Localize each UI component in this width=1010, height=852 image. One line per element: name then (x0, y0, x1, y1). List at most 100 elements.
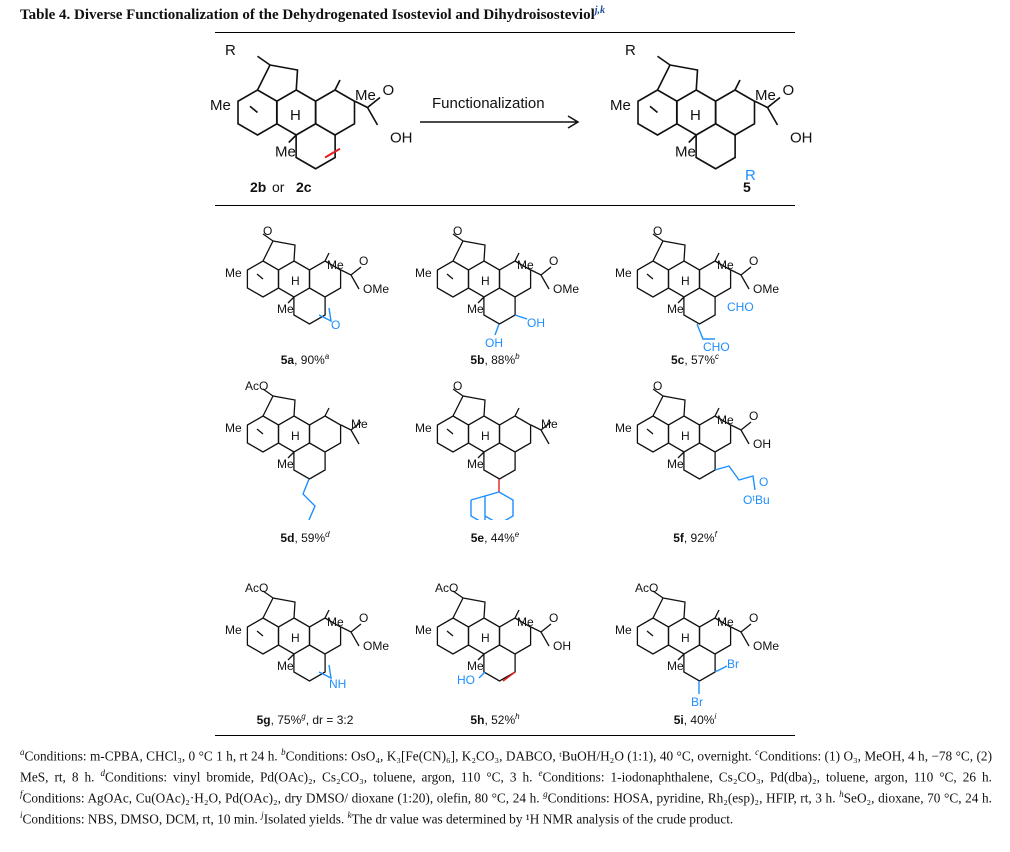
compound-caption: 5f, 92%f (595, 530, 795, 545)
compound-yield: , 59% (294, 531, 326, 545)
atom-label: Me (615, 623, 632, 637)
atom-label: Me (467, 659, 484, 673)
atom-label: Me (667, 302, 684, 316)
reaction-scheme: R Me H Me Me O OH 2b or 2c Functionaliza… (210, 42, 813, 195)
atom-label: H (291, 429, 300, 443)
atom-label: Me (351, 417, 368, 431)
compound-id: 5c (670, 353, 685, 367)
footnote-text: Isolated yields. (263, 811, 348, 827)
atom-label: Me (717, 413, 734, 427)
atom-label: Me (467, 302, 484, 316)
atom-label: H (681, 429, 690, 443)
compound-caption: 5h, 52%h (395, 712, 595, 727)
footnote-mark: h (839, 788, 844, 799)
footnote-text: SeO₂, dioxane, 70 °C, 24 h. (843, 790, 992, 806)
compound-yield: , 40% (683, 713, 715, 727)
atom-label: H (681, 631, 690, 645)
title-text: Table 4. Diverse Functionalization of th… (20, 7, 595, 23)
product-label: 5 (743, 179, 751, 195)
footnote-mark: d (100, 767, 106, 778)
atom-label: Me (225, 623, 242, 637)
atom-label: Br (691, 695, 703, 709)
atom-label: O (783, 82, 795, 99)
table-title: Table 4. Diverse Functionalization of th… (20, 5, 605, 24)
atom-label: OH (527, 316, 545, 330)
atom-label: Me (277, 302, 294, 316)
atom-label: O (749, 254, 758, 268)
atom-label: OH (753, 437, 771, 451)
atom-label: R (745, 167, 756, 184)
atom-label: OH (790, 130, 813, 147)
atom-label: O (331, 318, 340, 332)
reactant-label: 2c (296, 179, 312, 195)
footnote-text: The dr value was determined by ¹H NMR an… (351, 811, 734, 827)
footnote-mark: a (20, 747, 25, 757)
compound-yield: , 44% (484, 531, 515, 545)
atom-label: OMe (753, 639, 779, 653)
atom-label: R (225, 42, 236, 59)
atom-label: Me (517, 258, 534, 272)
compound-yield: , 75% (270, 713, 302, 727)
footnote-text: Conditions: (1) O₃, MeOH, 4 h, −78 °C, (… (20, 748, 992, 785)
footnote-text: Conditions: vinyl bromide, Pd(OAc)₂, Cs₂… (105, 769, 539, 785)
atom-label: Me (610, 97, 631, 114)
atom-label: Br (727, 657, 739, 671)
atom-label: OH (390, 130, 413, 147)
atom-label: Me (277, 659, 294, 673)
bottom-rule (215, 735, 795, 736)
atom-label: H (291, 274, 300, 288)
atom-label: Me (415, 421, 432, 435)
compound-caption: 5b, 88%b (395, 352, 595, 367)
atom-label: Me (517, 615, 534, 629)
arrow-label: Functionalization (432, 95, 545, 112)
footnotes: aConditions: m-CPBA, CHCl₃, 0 °C 1 h, rt… (20, 744, 992, 828)
atom-label: O (383, 82, 395, 99)
atom-label: Me (415, 266, 432, 280)
footnote-mark: f (714, 530, 717, 539)
atom-label: O (653, 379, 662, 393)
product-structure: R Me H Me Me O OH R (610, 42, 813, 184)
footnote-mark: c (755, 747, 760, 757)
atom-label: Me (355, 87, 376, 104)
footnote-mark: g (301, 712, 306, 721)
compound-caption: 5d, 59%d (205, 530, 405, 545)
footnote-text: Conditions: NBS, DMSO, DCM, rt, 10 min. (22, 811, 262, 827)
footnote-mark: k (347, 809, 352, 820)
atom-label: AcO (635, 581, 658, 595)
compound-yield: , 90% (294, 353, 325, 367)
atom-label: Me (210, 97, 231, 114)
atom-label: OH (485, 336, 503, 350)
compound-id: 5e (470, 531, 485, 545)
atom-label: AcO (245, 379, 268, 393)
footnote-text: Conditions: OsO₄, K₃[Fe(CN)₆], K₂CO₃, DA… (285, 748, 756, 764)
atom-label: Me (615, 421, 632, 435)
atom-label: OMe (363, 639, 389, 653)
arrow-icon (420, 115, 580, 129)
compound-id: 5i (673, 713, 684, 727)
compound-dr: , dr = 3:2 (305, 713, 354, 727)
atom-label: Me (327, 615, 344, 629)
atom-label: O (453, 224, 462, 238)
atom-label: H (481, 274, 490, 288)
compound-caption: 5g, 75%g, dr = 3:2 (205, 712, 405, 727)
atom-label: H (481, 631, 490, 645)
atom-label: Me (615, 266, 632, 280)
compound-caption: 5a, 90%a (205, 352, 405, 367)
footnote-mark: c (715, 352, 720, 361)
atom-label: Me (675, 143, 696, 160)
atom-label: NH (329, 677, 346, 691)
atom-label: Me (717, 258, 734, 272)
atom-label: Me (541, 417, 558, 431)
footnote-text: Conditions: 1-iodonaphthalene, Cs₂CO₃, P… (542, 769, 992, 785)
atom-label: AcO (245, 581, 268, 595)
compound-yield: , 92% (683, 531, 715, 545)
atom-label: O (749, 409, 758, 423)
atom-label: O (653, 224, 662, 238)
footnote-mark: d (325, 530, 330, 539)
footnote-mark: h (515, 712, 520, 721)
